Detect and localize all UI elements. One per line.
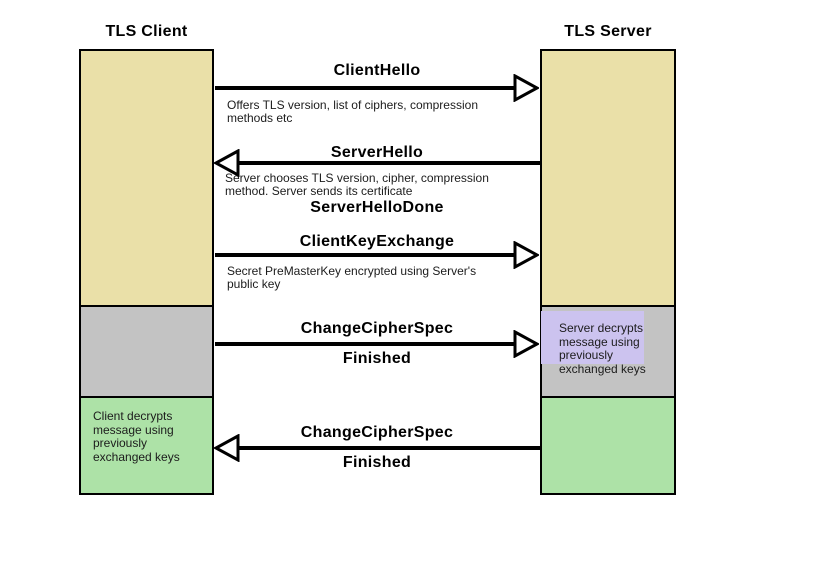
message-label-changecipherspec-1: ChangeCipherSpec (300, 320, 454, 337)
client-phase-cipherchange-segment (79, 305, 214, 398)
clienthello-description: Offers TLS version, list of ciphers, com… (227, 98, 478, 125)
server-phase-handshake-segment (540, 49, 676, 307)
client-lifeline (79, 49, 214, 495)
clientkeyexchange-description: Secret PreMasterKey encrypted using Serv… (227, 264, 477, 291)
server-actor-label: TLS Server (564, 23, 652, 40)
message-label-finished-2: Finished (342, 454, 412, 471)
changecipherspec2-arrow-line (237, 446, 540, 450)
server-note-highlight (541, 311, 644, 364)
changecipherspec1-arrow-line (215, 342, 518, 346)
message-label-serverhello: ServerHello (330, 144, 424, 161)
client-actor-label: TLS Client (105, 23, 188, 40)
clientkeyexchange-arrow-line (215, 253, 518, 257)
server-note: Server decrypts message using previously… (559, 321, 646, 376)
clienthello-arrow-line (215, 86, 518, 90)
client-phase-handshake-segment (79, 49, 214, 307)
arrowhead-right-icon (513, 241, 539, 269)
message-label-clienthello: ClientHello (333, 62, 421, 79)
client-phase-secure-segment (79, 396, 214, 495)
message-label-changecipherspec-2: ChangeCipherSpec (300, 424, 454, 441)
message-label-clientkeyexchange: ClientKeyExchange (299, 233, 455, 250)
serverhello-description: Server chooses TLS version, cipher, comp… (225, 171, 489, 198)
serverhello-arrow-line (237, 161, 540, 165)
arrowhead-right-icon (513, 74, 539, 102)
arrowhead-left-icon (214, 149, 240, 177)
server-phase-secure-segment (540, 396, 676, 495)
client-note: Client decrypts message using previously… (93, 409, 180, 464)
message-label-serverhellodone: ServerHelloDone (310, 199, 444, 216)
message-label-finished-1: Finished (342, 350, 412, 367)
arrowhead-left-icon (214, 434, 240, 462)
server-lifeline (540, 49, 676, 495)
arrowhead-right-icon (513, 330, 539, 358)
